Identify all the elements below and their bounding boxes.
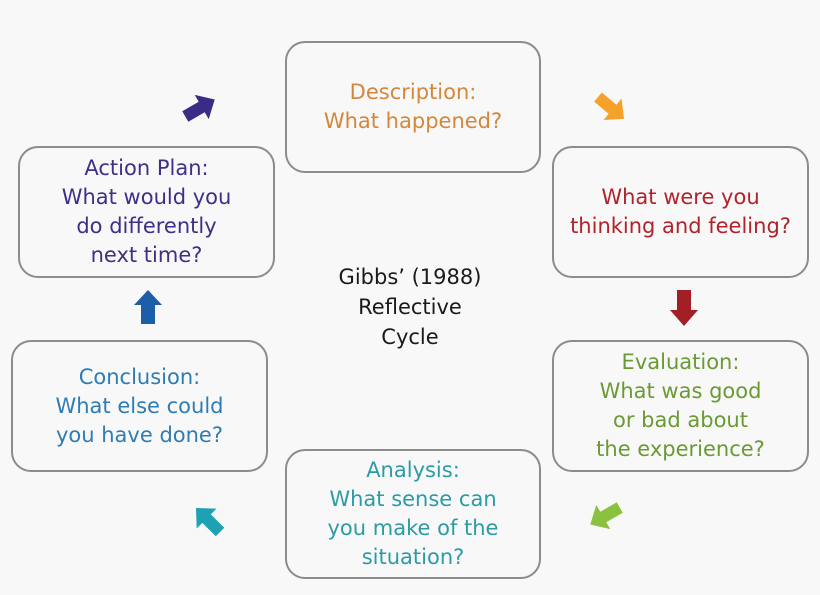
cycle-title-line-2: Reflective [358,295,462,319]
stage-analysis-line-3: you make of the [327,516,499,540]
stage-analysis-line-2: What sense can [329,487,497,511]
cycle-title: Gibbs’ (1988) Reflective Cycle [320,262,500,352]
stage-evaluation-line-3: or bad about [613,408,748,432]
stage-action-plan-line-3: do differently [76,214,217,238]
stage-action-plan-box: Action Plan: What would you do different… [18,146,275,278]
stage-feelings-box: What were you thinking and feeling? [552,146,809,278]
stage-analysis-line-4: situation? [361,545,465,569]
stage-evaluation-line-2: What was good [599,379,762,403]
arrow-action-plan-to-description-shape [182,94,215,122]
arrow-evaluation-to-analysis [590,502,623,530]
stage-conclusion-line-3: you have done? [55,422,223,447]
stage-conclusion-heading: Conclusion: [78,364,201,389]
stage-analysis-heading: Analysis: [366,458,460,482]
arrow-evaluation-to-analysis-shape [590,502,623,530]
stage-analysis-box: Analysis: What sense can you make of the… [285,449,541,579]
arrow-conclusion-to-action-plan-shape [134,290,162,324]
stage-action-plan-line-2: What would you [61,185,232,209]
stage-evaluation-line-4: the experience? [596,437,765,461]
stage-evaluation-heading: Evaluation: [621,350,740,374]
stage-conclusion-box: Conclusion: What else could you have don… [11,340,268,472]
cycle-title-line-1: Gibbs’ (1988) [338,265,482,289]
stage-description-heading: Description: [349,80,477,104]
arrow-feelings-to-evaluation-shape [670,290,698,326]
stage-action-plan-line-4: next time? [90,243,203,267]
stage-feelings-line-1: What were you [601,185,760,209]
stage-description-question: What happened? [323,109,503,133]
arrow-description-to-feelings [594,92,625,121]
stage-action-plan-heading: Action Plan: [84,156,209,180]
cycle-title-line-3: Cycle [381,325,439,349]
arrow-action-plan-to-description [182,94,215,122]
arrow-feelings-to-evaluation [670,290,698,326]
stage-feelings-line-2: thinking and feeling? [570,214,791,238]
stage-evaluation-box: Evaluation: What was good or bad about t… [552,340,809,472]
stage-conclusion-line-2: What else could [55,393,224,418]
stage-description-box: Description: What happened? [285,41,541,173]
arrow-analysis-to-conclusion-shape [195,507,225,537]
arrow-description-to-feelings-shape [594,92,625,121]
arrow-conclusion-to-action-plan [134,290,162,324]
arrow-analysis-to-conclusion [195,507,225,537]
